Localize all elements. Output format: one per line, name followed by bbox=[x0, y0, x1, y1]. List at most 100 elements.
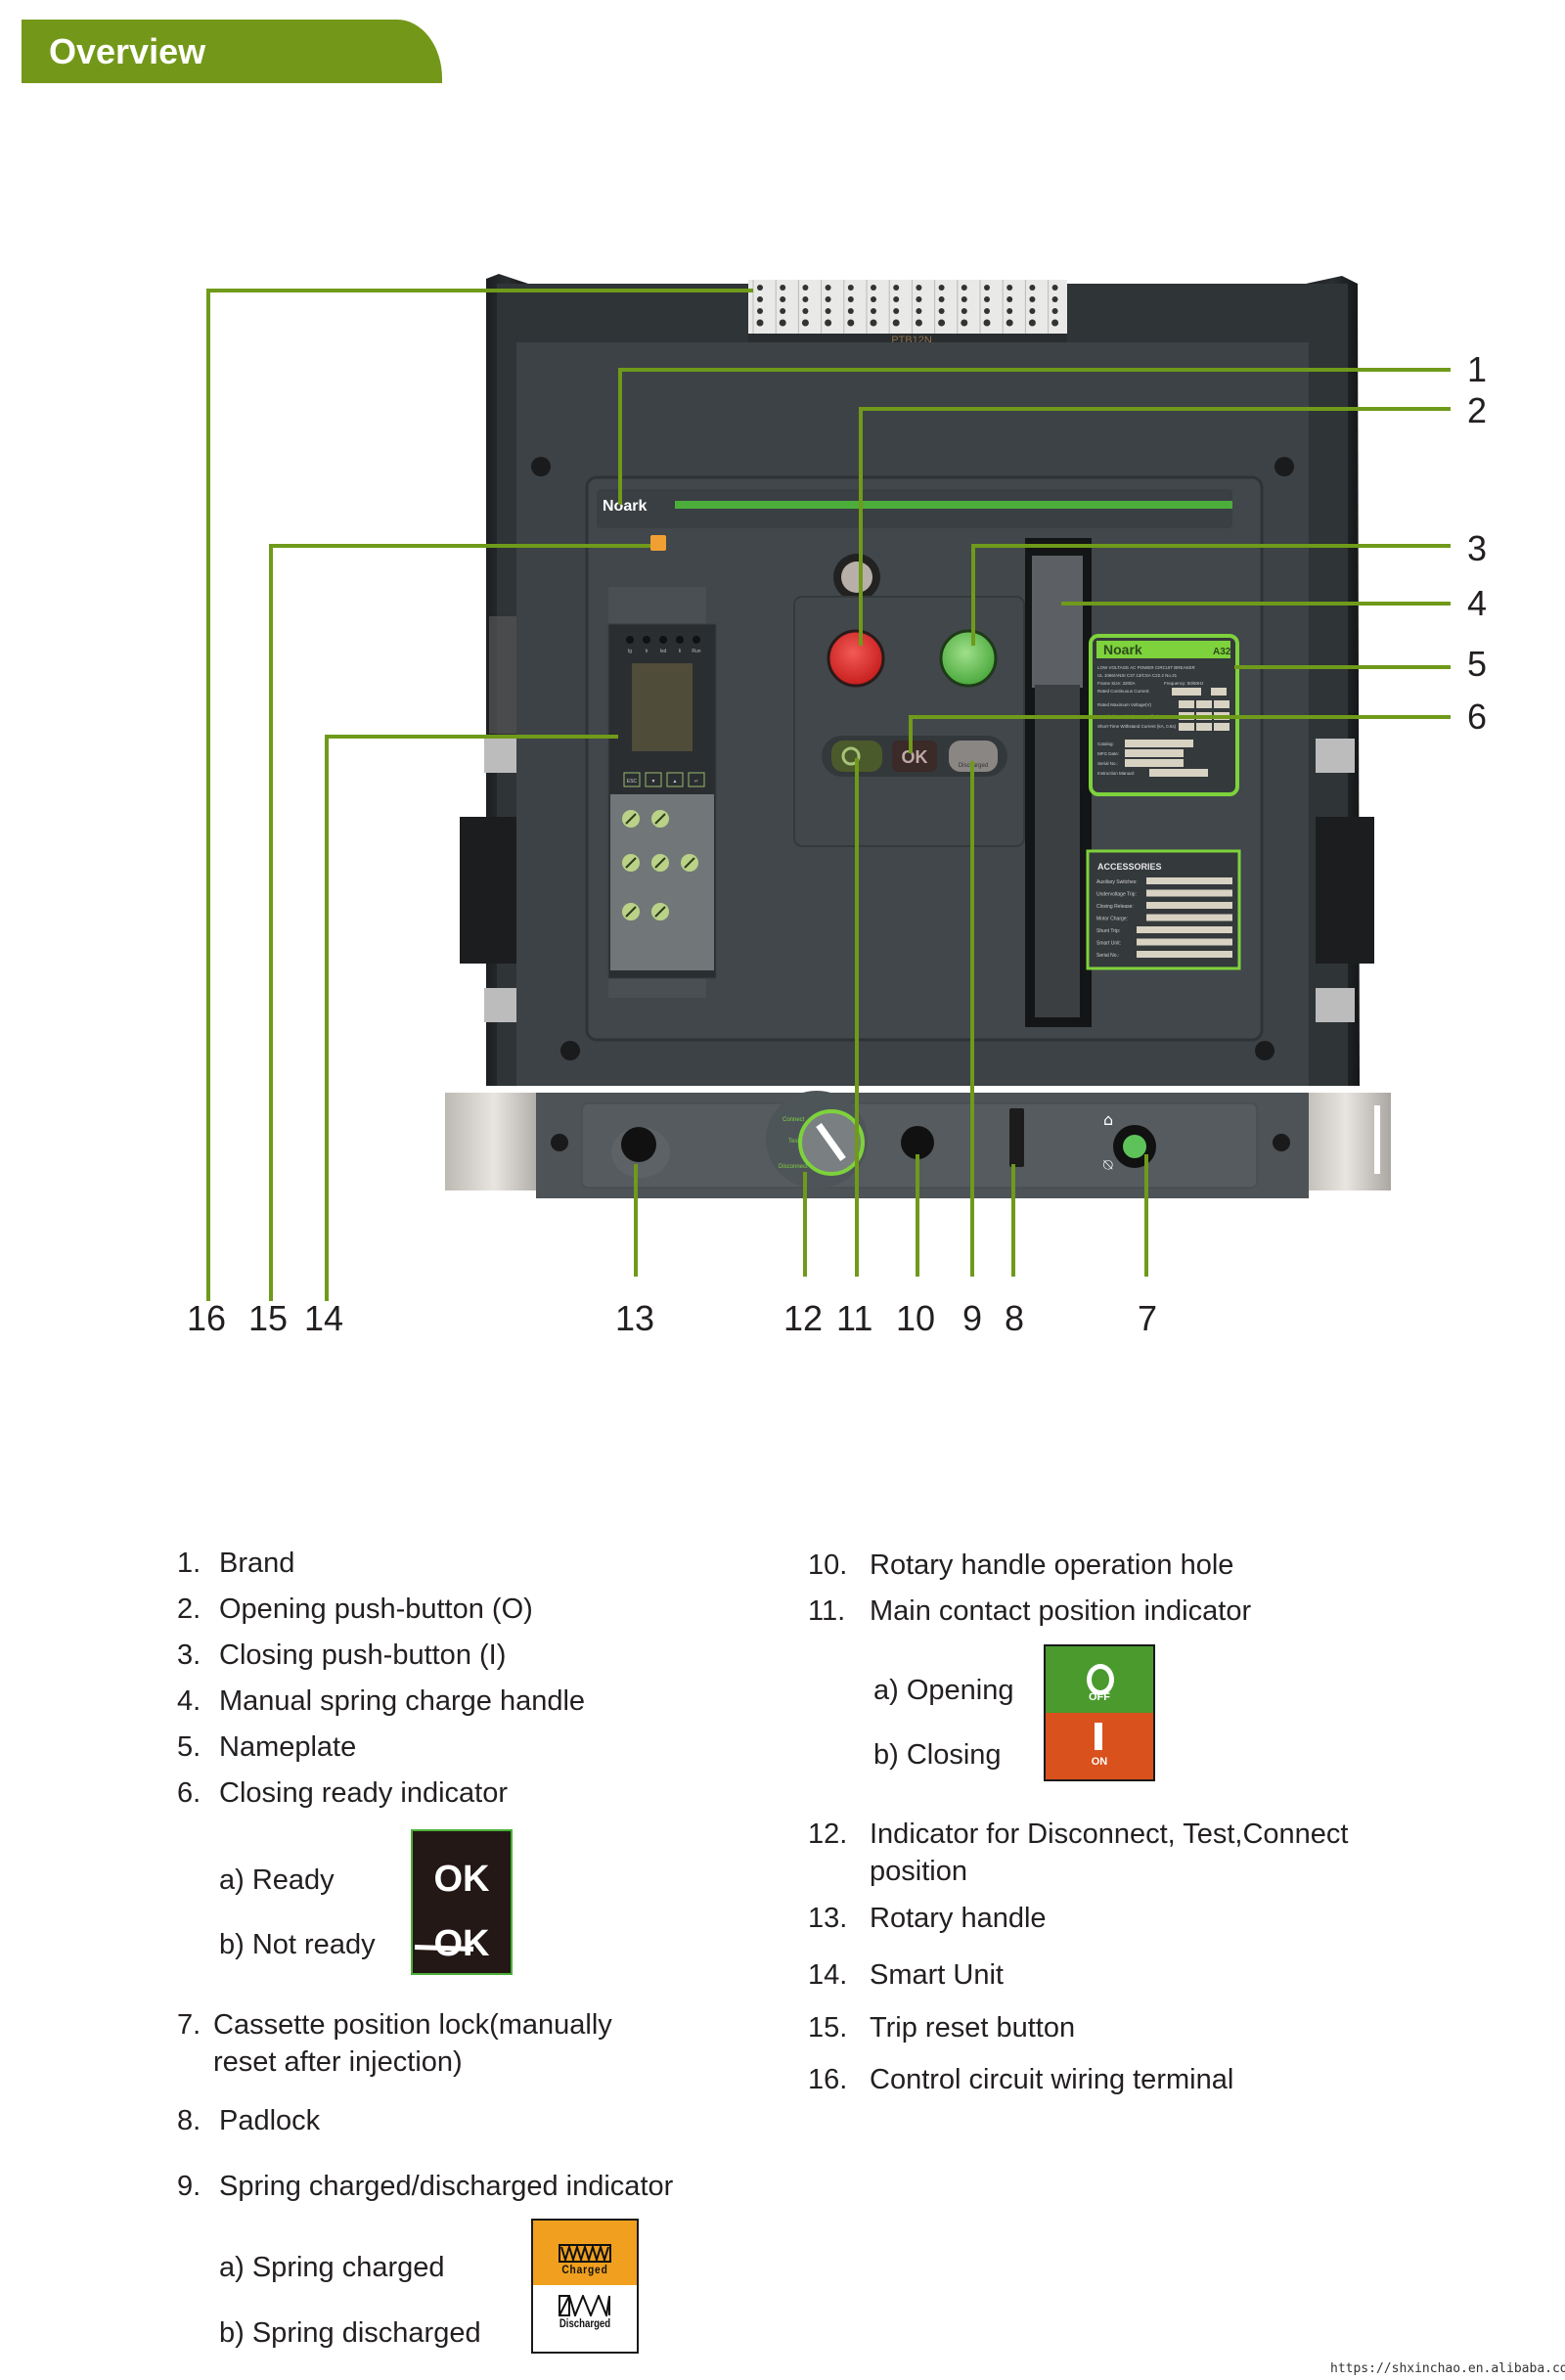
svg-text:Disconnect: Disconnect bbox=[779, 1164, 808, 1170]
svg-text:Isd: Isd bbox=[660, 649, 667, 654]
smart-unit-led bbox=[659, 636, 667, 644]
svg-text:Ir: Ir bbox=[645, 649, 648, 654]
svg-text:Ii: Ii bbox=[679, 649, 682, 654]
accessories-plate: ACCESSORIES Auxiliary Switches:Undervolt… bbox=[1086, 849, 1241, 970]
main-contact-icon: OFF ON bbox=[1044, 1644, 1155, 1781]
svg-text:UL 1066/ANSI C37.13/CSA C22.2: UL 1066/ANSI C37.13/CSA C22.2 No.31 bbox=[1097, 673, 1178, 678]
spring-charged-icon bbox=[559, 2244, 611, 2264]
legend-item-11: 11.Main contact position indicator bbox=[808, 1595, 1252, 1627]
svg-text:▼: ▼ bbox=[651, 779, 656, 785]
callout-6: 6 bbox=[1467, 696, 1488, 737]
manual-spring-charge-handle bbox=[1025, 538, 1092, 1027]
section-title: Overview bbox=[49, 31, 206, 71]
smart-unit-key bbox=[688, 772, 705, 787]
legend-item-2: 2.Opening push-button (O) bbox=[177, 1594, 533, 1625]
callout-line-3 bbox=[971, 544, 1451, 646]
legend-item-8: 8.Padlock bbox=[177, 2105, 321, 2136]
callout-13: 13 bbox=[615, 1298, 655, 1338]
svg-text:Test: Test bbox=[788, 1139, 799, 1145]
legend-item-7: 7.Cassette position lock(manually bbox=[177, 2009, 612, 2041]
main-contact-indicator bbox=[831, 741, 882, 772]
svg-text:LOW VOLTAGE AC POWER CIRCUIT B: LOW VOLTAGE AC POWER CIRCUIT BREAKER bbox=[1097, 665, 1196, 670]
callout-line-16 bbox=[206, 289, 753, 1301]
callout-2: 2 bbox=[1467, 390, 1488, 430]
legend-item-16: 16.Control circuit wiring terminal bbox=[808, 2064, 1234, 2095]
spring-discharged-icon bbox=[559, 2295, 610, 2316]
smart-unit-led bbox=[676, 636, 684, 644]
callout-line-14 bbox=[325, 735, 618, 1301]
spring-indicator-icon: Charged Discharged bbox=[531, 2219, 639, 2354]
callout-8: 8 bbox=[1005, 1298, 1025, 1338]
svg-text:Noark: Noark bbox=[1103, 642, 1142, 657]
spring-discharged-label: b) Spring discharged bbox=[219, 2317, 481, 2349]
footer-url[interactable]: https://shxinchao.en.alibaba.com/ bbox=[1330, 2361, 1565, 2376]
legend-item-9: 9.Spring charged/discharged indicator bbox=[177, 2171, 674, 2202]
legend-item-15: 15.Trip reset button bbox=[808, 2012, 1076, 2043]
smart-unit-led bbox=[626, 636, 634, 644]
callout-5: 5 bbox=[1467, 644, 1488, 684]
callout-14: 14 bbox=[304, 1298, 344, 1338]
trip-reset-button bbox=[650, 535, 666, 551]
svg-text:Run: Run bbox=[692, 649, 700, 654]
legend-item-6: 6.Closing ready indicator bbox=[177, 1777, 508, 1809]
callout-line-6 bbox=[909, 715, 1451, 753]
svg-text:ACCESSORIES: ACCESSORIES bbox=[1097, 862, 1162, 872]
legend-item-3: 3.Closing push-button (I) bbox=[177, 1639, 507, 1671]
svg-text:MFG Date:: MFG Date: bbox=[1097, 751, 1119, 756]
opening-label: a) Opening bbox=[873, 1675, 1014, 1706]
callout-4: 4 bbox=[1467, 583, 1488, 623]
spring-charged-label: a) Spring charged bbox=[219, 2252, 445, 2283]
padlock-slot bbox=[1009, 1108, 1024, 1167]
svg-text:Undervoltage Trip:: Undervoltage Trip: bbox=[1096, 892, 1137, 898]
callout-9: 9 bbox=[962, 1298, 983, 1338]
cassette-lock-button bbox=[1123, 1135, 1146, 1158]
rotary-handle bbox=[621, 1127, 656, 1162]
callout-16: 16 bbox=[187, 1298, 227, 1338]
callout-15: 15 bbox=[248, 1298, 289, 1338]
callout-7: 7 bbox=[1138, 1298, 1158, 1338]
legend-item-12-line2: position bbox=[870, 1856, 967, 1887]
svg-text:A32: A32 bbox=[1213, 647, 1231, 657]
not-ready-label: b) Not ready bbox=[219, 1929, 376, 1960]
svg-text:ESC: ESC bbox=[627, 779, 638, 785]
brand-stripe bbox=[675, 501, 1232, 509]
closing-label: b) Closing bbox=[873, 1739, 1002, 1771]
svg-text:Frequency: 50/60Hz: Frequency: 50/60Hz bbox=[1164, 681, 1204, 686]
svg-text:Catalog:: Catalog: bbox=[1097, 741, 1114, 746]
legend-item-14: 14.Smart Unit bbox=[808, 1959, 1004, 1991]
opening-push-button bbox=[827, 629, 885, 688]
svg-text:Instruction Manual:: Instruction Manual: bbox=[1097, 771, 1135, 776]
svg-text:⌂: ⌂ bbox=[1103, 1110, 1113, 1129]
legend-item-4: 4.Manual spring charge handle bbox=[177, 1685, 586, 1717]
svg-text:Short-Time Withstand Current (: Short-Time Withstand Current (kA, 0.5s) bbox=[1097, 724, 1177, 729]
smart-unit-led bbox=[693, 636, 700, 644]
legend-item-10: 10.Rotary handle operation hole bbox=[808, 1549, 1234, 1581]
svg-text:Connect: Connect bbox=[782, 1117, 805, 1123]
rotary-handle-hole bbox=[901, 1126, 934, 1159]
svg-text:Smart Unit:: Smart Unit: bbox=[1096, 941, 1121, 947]
closing-ready-icon: OK OK bbox=[411, 1829, 513, 1975]
closing-push-button bbox=[939, 629, 998, 688]
svg-text:Serial No.:: Serial No.: bbox=[1097, 761, 1118, 766]
legend-item-7-line2: reset after injection) bbox=[213, 2046, 463, 2078]
smart-unit-led bbox=[643, 636, 650, 644]
svg-text:Rated Continuous Current:: Rated Continuous Current: bbox=[1097, 689, 1150, 694]
brand-logo: Noark bbox=[603, 498, 647, 515]
svg-text:↵: ↵ bbox=[694, 779, 698, 785]
callout-line-1 bbox=[618, 368, 1451, 505]
svg-text:⍉: ⍉ bbox=[1103, 1155, 1113, 1174]
smart-unit-key bbox=[645, 772, 662, 787]
legend-item-12: 12.Indicator for Disconnect, Test,Connec… bbox=[808, 1819, 1349, 1850]
svg-text:Ig: Ig bbox=[628, 649, 632, 654]
spring-indicator bbox=[949, 741, 998, 772]
callout-3: 3 bbox=[1467, 528, 1488, 568]
svg-text:Rated Maximum Voltage(V): Rated Maximum Voltage(V) bbox=[1097, 702, 1152, 707]
smart-unit-key bbox=[623, 772, 641, 787]
callout-12: 12 bbox=[783, 1298, 824, 1338]
svg-text:Frame Size: 3200A: Frame Size: 3200A bbox=[1097, 681, 1136, 686]
svg-text:Serial No.:: Serial No.: bbox=[1096, 953, 1119, 959]
section-header: Overview bbox=[22, 20, 442, 83]
callout-1: 1 bbox=[1467, 349, 1488, 389]
